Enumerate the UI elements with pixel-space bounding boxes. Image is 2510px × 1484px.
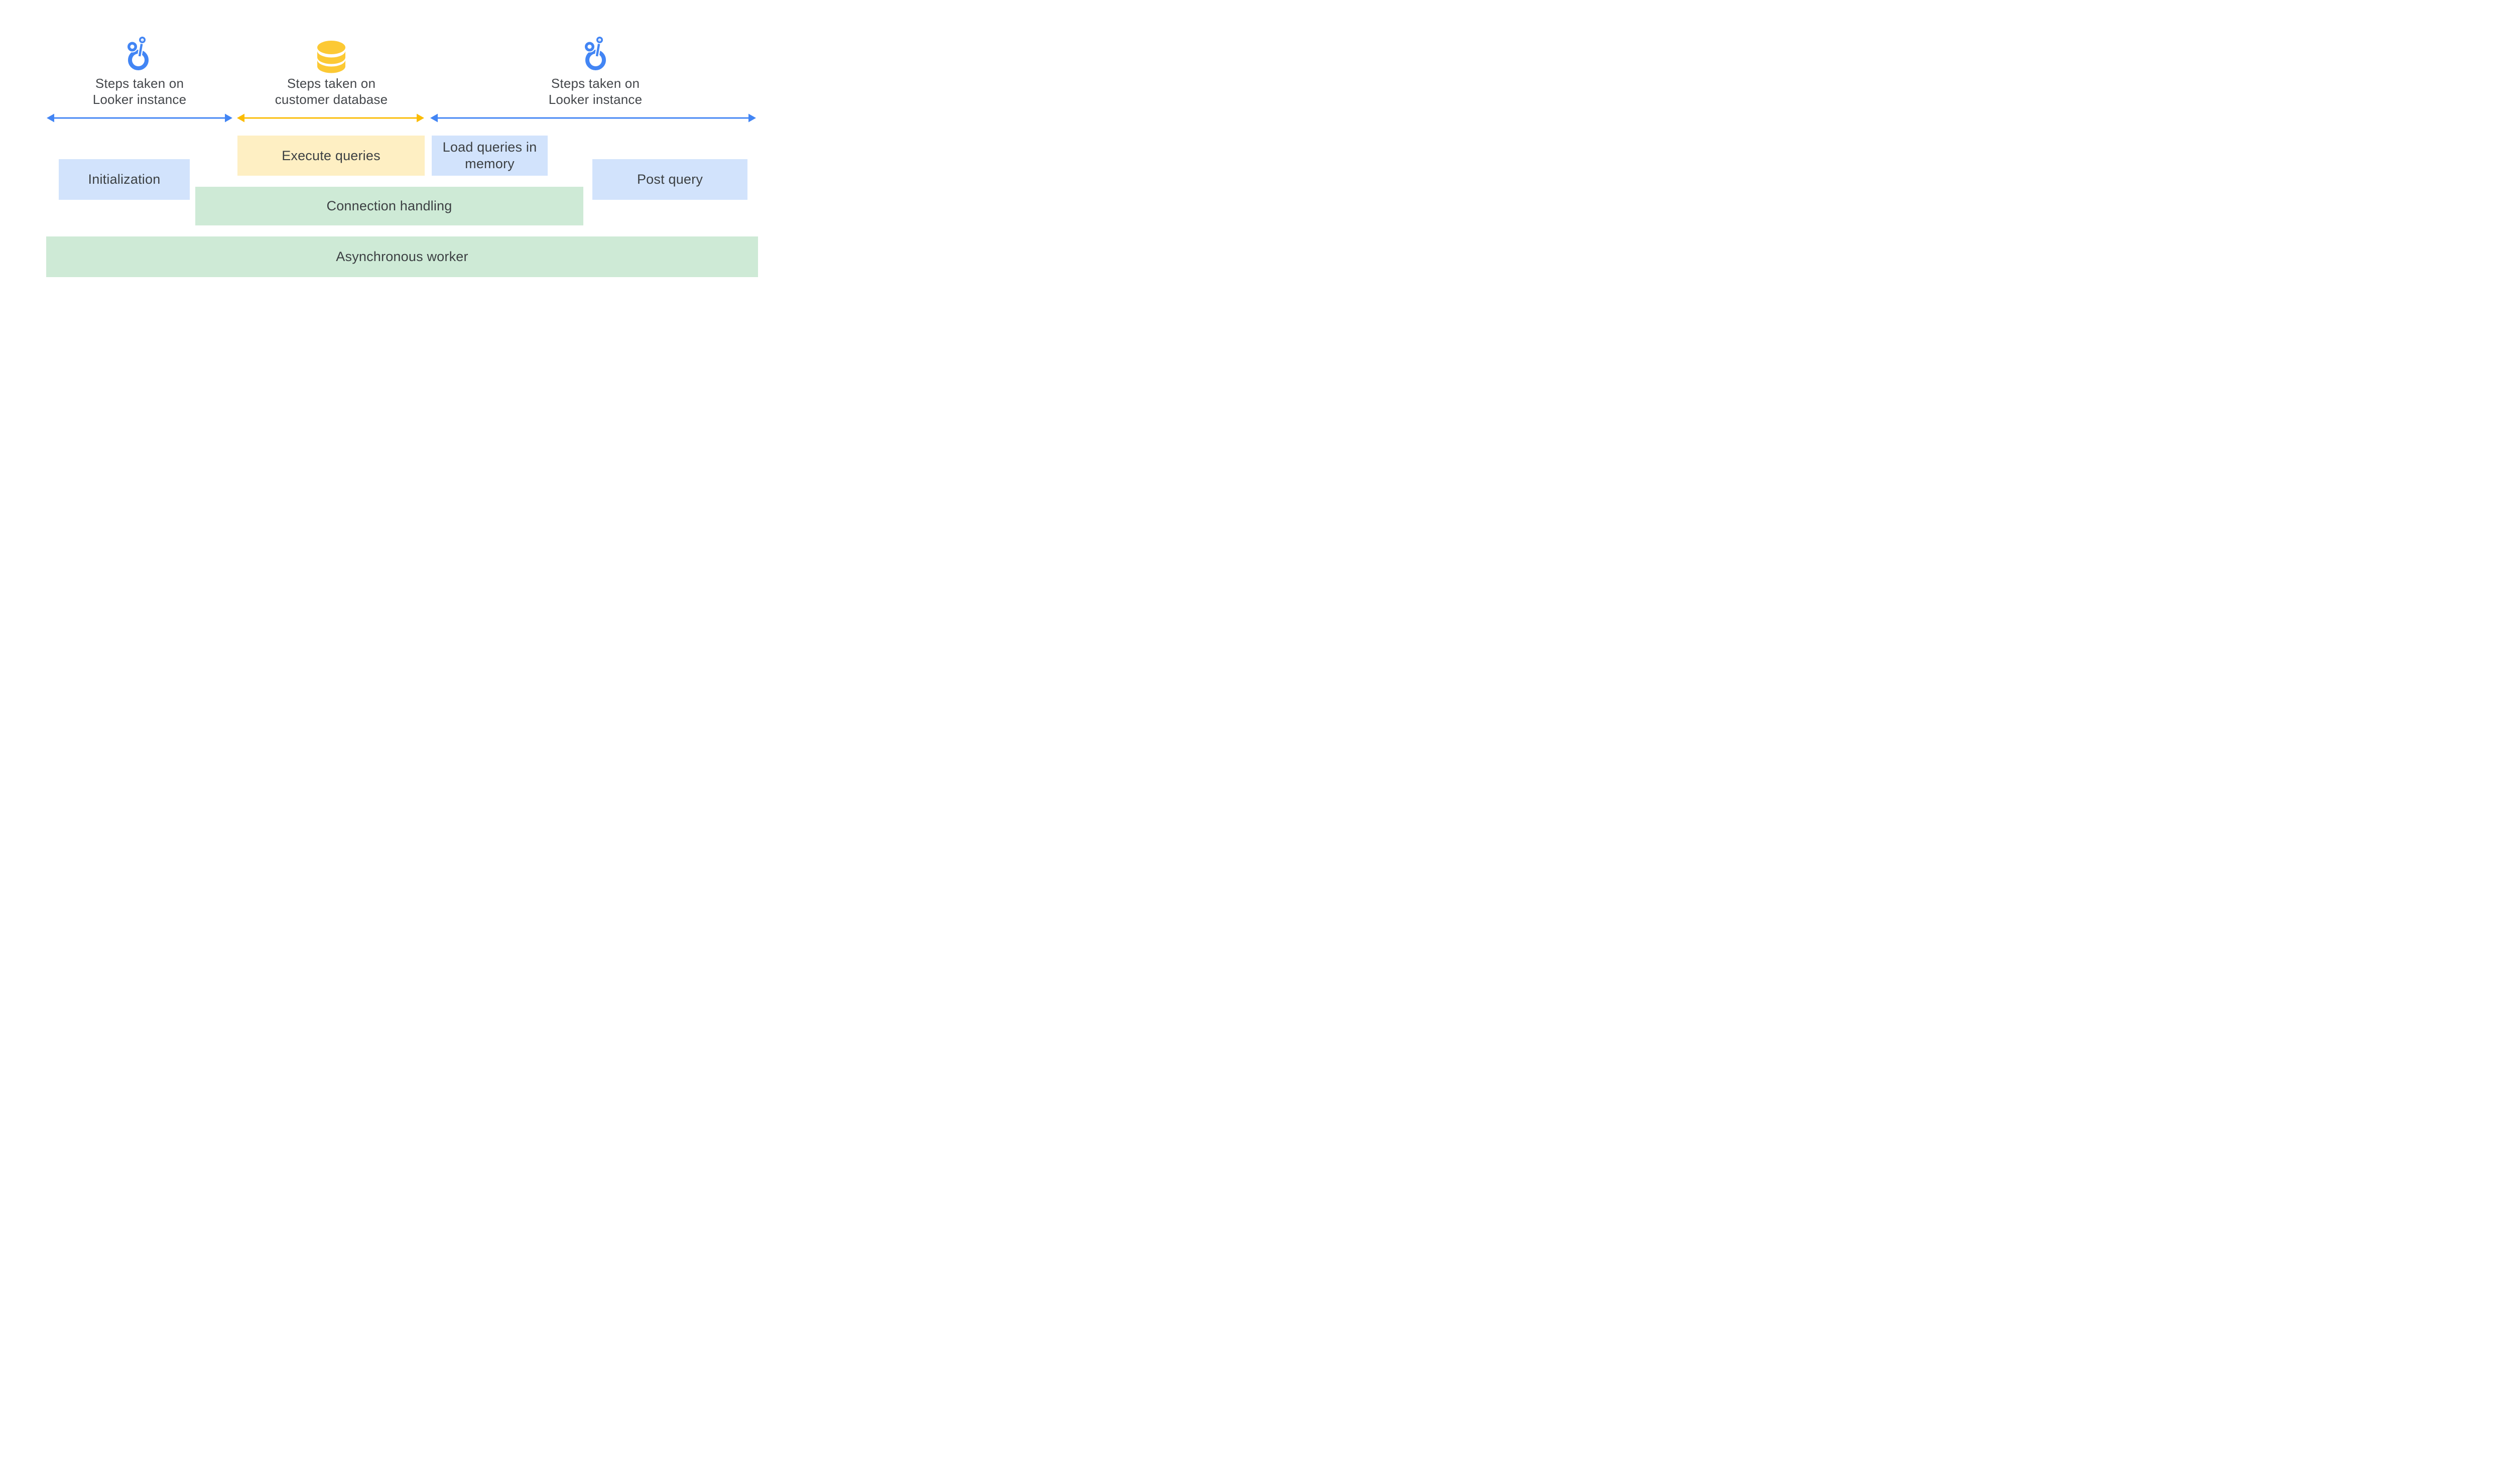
box-label: Initialization bbox=[88, 172, 161, 187]
double-arrow-customer-database bbox=[237, 113, 424, 122]
looker-icon bbox=[584, 36, 606, 70]
caption-line: Steps taken on bbox=[287, 76, 376, 91]
load-queries-in-memory-box: Load queries in memory bbox=[432, 136, 548, 176]
caption-line: Steps taken on bbox=[95, 76, 184, 91]
double-arrow-looker-right bbox=[430, 113, 756, 122]
post-query-box: Post query bbox=[592, 159, 747, 200]
asynchronous-worker-box: Asynchronous worker bbox=[46, 236, 758, 277]
caption-line: Looker instance bbox=[548, 92, 643, 107]
database-icon bbox=[317, 41, 345, 73]
initialization-box: Initialization bbox=[59, 159, 190, 200]
caption-looker-left: Steps taken on Looker instance bbox=[59, 75, 220, 107]
box-label: Post query bbox=[637, 172, 703, 187]
diagram-canvas: Steps taken on Looker instance Steps tak… bbox=[0, 0, 803, 297]
looker-icon bbox=[127, 36, 149, 70]
double-arrow-looker-left bbox=[47, 113, 232, 122]
caption-customer-database: Steps taken on customer database bbox=[251, 75, 412, 107]
caption-line: customer database bbox=[275, 92, 388, 107]
box-label: Connection handling bbox=[326, 198, 452, 213]
box-label: Load queries in memory bbox=[442, 140, 537, 171]
caption-line: Steps taken on bbox=[551, 76, 640, 91]
box-label: Execute queries bbox=[282, 148, 381, 163]
caption-line: Looker instance bbox=[92, 92, 187, 107]
execute-queries-box: Execute queries bbox=[237, 136, 425, 176]
connection-handling-box: Connection handling bbox=[195, 187, 583, 225]
caption-looker-right: Steps taken on Looker instance bbox=[515, 75, 676, 107]
box-label: Asynchronous worker bbox=[336, 249, 468, 264]
